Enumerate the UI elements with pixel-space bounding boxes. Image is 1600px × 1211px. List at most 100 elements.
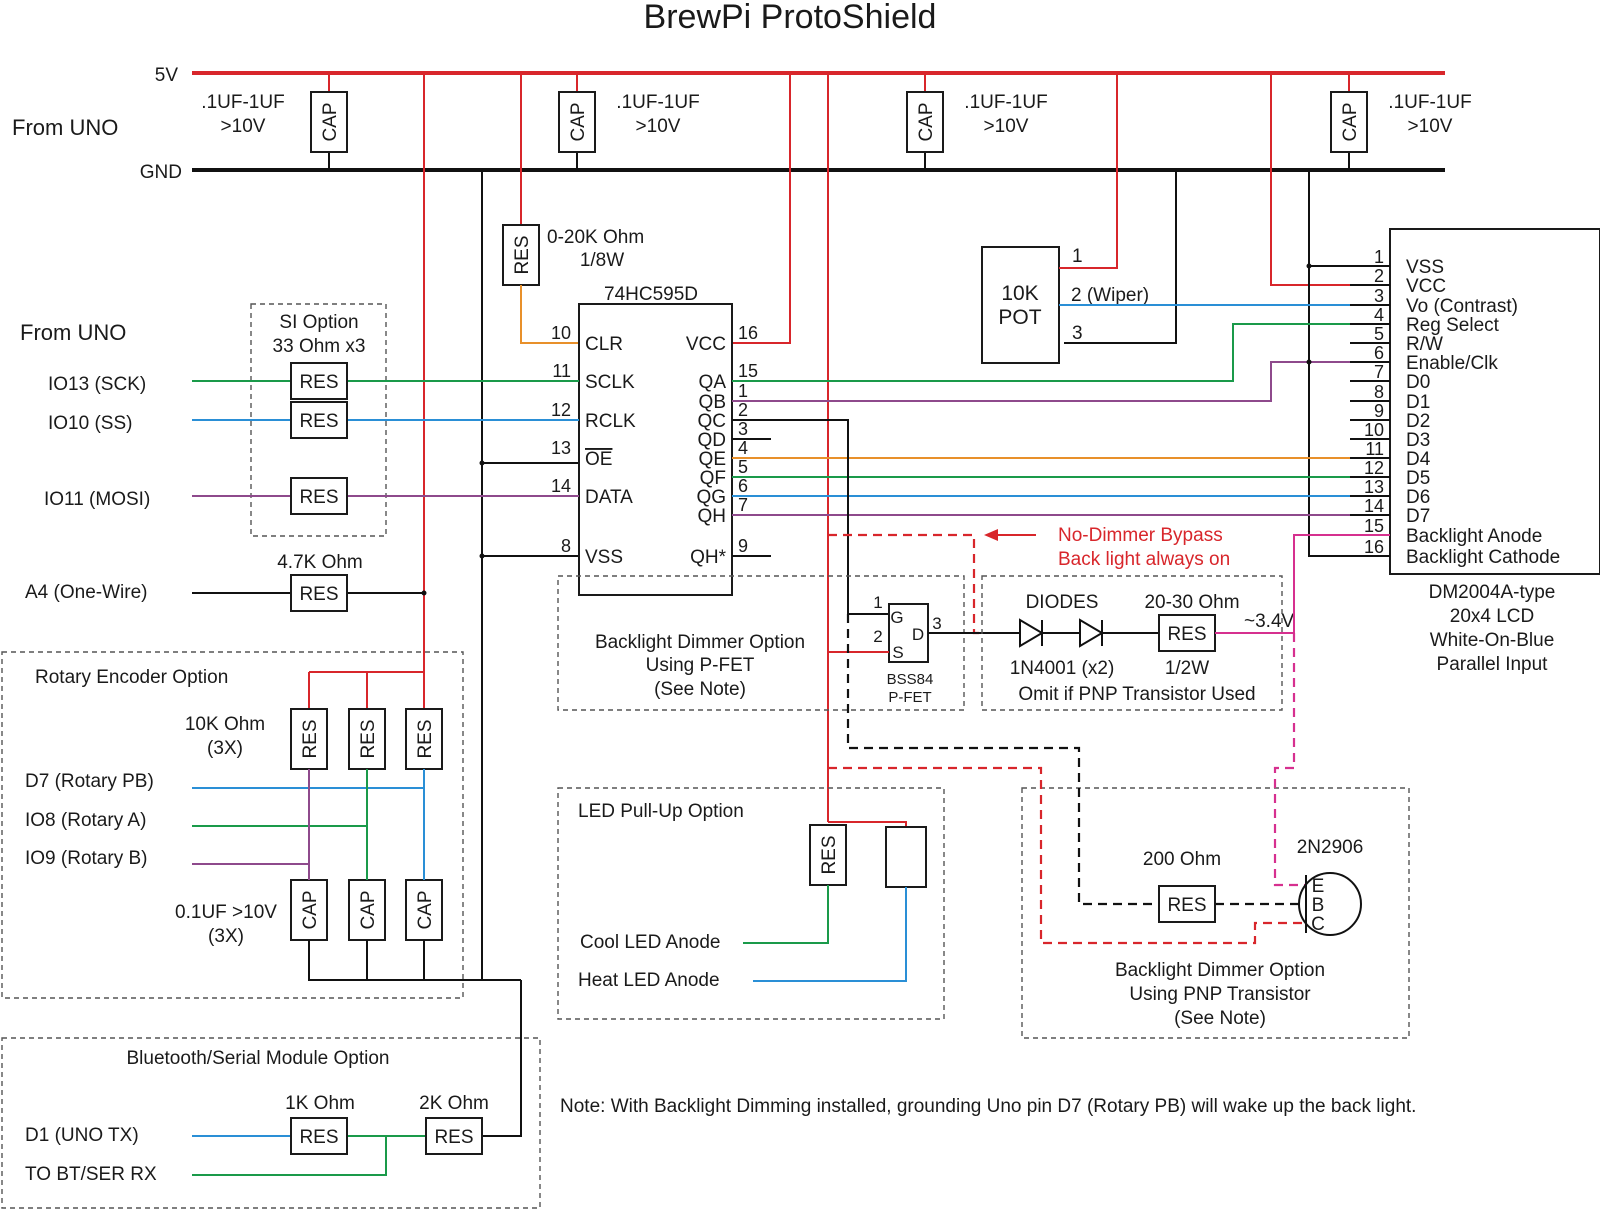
resistor-clr	[502, 224, 540, 286]
pin-label: RCLK	[585, 411, 636, 432]
cap-rating: .1UF-1UF	[1388, 92, 1471, 113]
resistor-label: RES	[1167, 624, 1206, 645]
bluetooth-option-box	[1, 1037, 541, 1209]
wire-pnp-emitter	[1273, 633, 1306, 887]
pin-number: 3	[738, 419, 748, 439]
pin-number: 7	[738, 495, 748, 515]
pin-number: 9	[738, 536, 748, 556]
lcd-pin-label: Backlight Cathode	[1406, 547, 1560, 568]
pin-label: QB	[699, 392, 726, 413]
resistor-si-ss	[290, 401, 348, 439]
lcd-description: Parallel Input	[1437, 654, 1549, 675]
capacitor-label: CAP	[300, 890, 321, 929]
pnp-option-title: Using PNP Transistor	[1129, 984, 1311, 1005]
lcd-description: 20x4 LCD	[1450, 606, 1535, 627]
pin-number: 2	[738, 400, 748, 420]
si-option-box	[250, 303, 387, 537]
wire-5v-595-vcc	[732, 73, 791, 344]
pin-number: 10	[551, 323, 571, 343]
resistor-onewire	[290, 574, 348, 612]
cap-rating: .1UF-1UF	[616, 92, 699, 113]
pot-pin2-label: 2 (Wiper)	[1071, 285, 1149, 306]
resistor-bt-2k	[425, 1117, 483, 1155]
cap-decoupling-4	[1330, 91, 1368, 153]
lcd-pin-number: 8	[1374, 382, 1384, 402]
lcd-pin-number: 13	[1364, 477, 1384, 497]
pin-label: QC	[698, 411, 727, 432]
pot-name: POT	[998, 306, 1041, 329]
resistor-si-mosi	[290, 477, 348, 515]
lcd-description: White-On-Blue	[1430, 630, 1555, 651]
lcd-pin-number: 14	[1364, 496, 1384, 516]
wire-5v-pot	[1064, 73, 1118, 269]
pin-number: 4	[738, 438, 748, 458]
resistor-label: RES	[300, 719, 321, 758]
lcd-pin-label: D4	[1406, 449, 1431, 470]
pnp-part: 2N2906	[1297, 837, 1364, 858]
clr-res-value: 0-20K Ohm	[547, 227, 644, 248]
pin-label: SCLK	[585, 372, 635, 393]
resistor-label: RES	[358, 719, 379, 758]
lcd-pin-number: 12	[1364, 458, 1384, 478]
resistor-label: RES	[819, 835, 840, 874]
rotary-res-count: (3X)	[207, 738, 243, 759]
resistor-pnp-base	[1158, 885, 1216, 923]
diodes-part: 1N4001 (x2)	[1010, 658, 1115, 679]
diodes-option-box	[981, 575, 1283, 711]
pin-label: CLR	[585, 334, 623, 355]
pin-number: 13	[551, 438, 571, 458]
pfet-pin3: 3	[932, 614, 941, 633]
pot-pin3-label: 3	[1072, 323, 1083, 344]
junction-dot	[479, 460, 485, 466]
wire-led-5v	[828, 821, 907, 827]
wire-bt-gnd	[483, 980, 522, 1137]
lcd-pin-label: D7	[1406, 506, 1430, 527]
diodes-voltage: ~3.4V	[1244, 611, 1295, 632]
resistor-rotary-1	[290, 708, 328, 770]
cap-rating: >10V	[636, 116, 681, 137]
pin-number: 15	[738, 361, 758, 381]
rotary-option-box	[1, 651, 464, 999]
wire-qa-rs	[732, 323, 1390, 382]
potentiometer	[981, 246, 1060, 364]
resistor-label: RES	[1167, 895, 1206, 916]
lcd-pin-label: VSS	[1406, 257, 1444, 278]
bluetooth-title: Bluetooth/Serial Module Option	[127, 1048, 390, 1069]
pnp-emitter: E	[1312, 876, 1325, 897]
resistor-label: RES	[299, 411, 338, 432]
label-gnd: GND	[140, 162, 182, 183]
label-from-uno-io: From UNO	[20, 320, 126, 345]
lcd-module	[1389, 228, 1600, 575]
pnp-option-title: (See Note)	[1174, 1008, 1266, 1029]
wire-clr	[520, 285, 579, 344]
wire-bt-rx	[192, 1136, 387, 1176]
bypass-label: No-Dimmer Bypass	[1058, 525, 1223, 546]
pin-label: QG	[696, 487, 726, 508]
diodes-res-value: 20-30 Ohm	[1144, 592, 1239, 613]
lcd-pin-label: D6	[1406, 487, 1430, 508]
resistor-label: RES	[299, 487, 338, 508]
shift-register-name: 74HC595D	[604, 284, 698, 305]
cap-rating: .1UF-1UF	[201, 92, 284, 113]
capacitor-label: CAP	[415, 890, 436, 929]
led-option-box	[557, 787, 945, 1020]
pfet-type: P-FET	[888, 689, 931, 706]
label-rotary-pb: D7 (Rotary PB)	[25, 771, 154, 792]
label-from-uno-power: From UNO	[12, 115, 118, 140]
pnp-collector: C	[1311, 914, 1325, 935]
pin-number: 8	[561, 536, 571, 556]
resistor-rotary-3	[405, 708, 443, 770]
label-5v: 5V	[155, 65, 179, 86]
label-bt-rx: TO BT/SER RX	[25, 1164, 157, 1185]
capacitor-label: CAP	[358, 890, 379, 929]
wire-gnd-pot	[1064, 170, 1177, 344]
pnp-transistor-icon	[1298, 872, 1362, 936]
pfet-drain: D	[912, 625, 924, 644]
lcd-pin-number: 10	[1364, 420, 1384, 440]
pin-number: 14	[551, 476, 571, 496]
bypass-arrowhead	[984, 529, 998, 541]
diodes-res-power: 1/2W	[1165, 658, 1209, 679]
resistor-label: RES	[512, 235, 533, 274]
lcd-pin-number: 4	[1374, 305, 1384, 325]
label-heat-led: Heat LED Anode	[578, 970, 720, 991]
